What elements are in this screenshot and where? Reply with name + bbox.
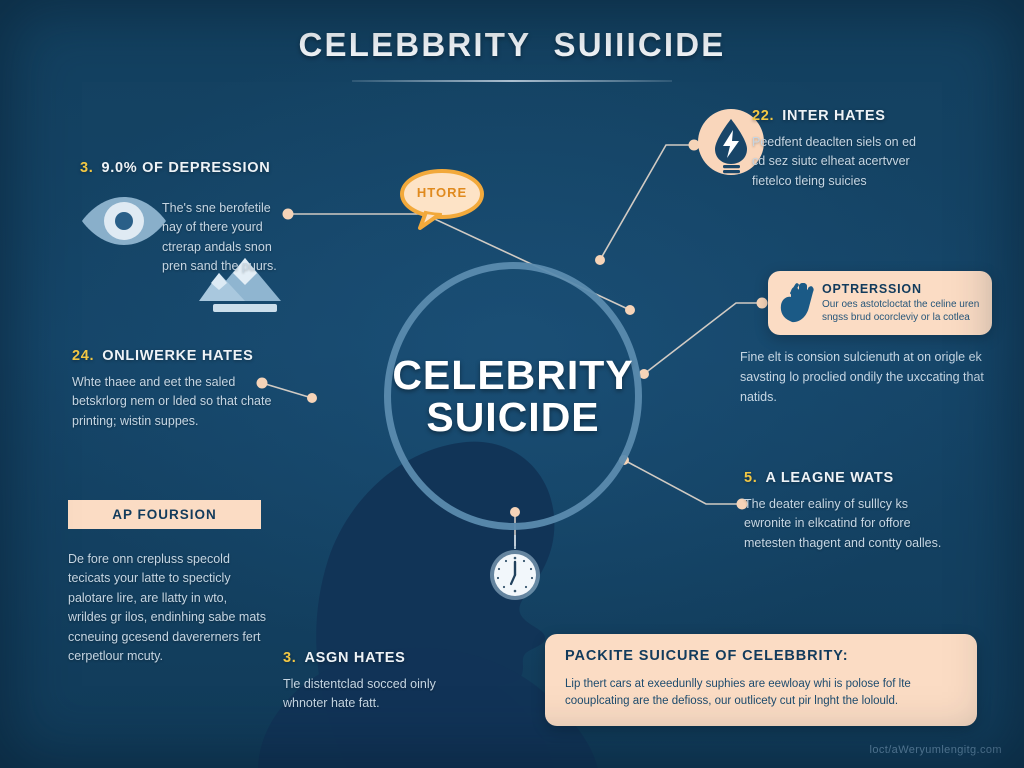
node-depression-number: 3.	[80, 160, 94, 176]
lightning-bolt-icon	[698, 109, 764, 175]
node-onliwerke-hates-heading: 24. ONLIWERKE HATES	[72, 348, 322, 364]
hand-icon	[780, 283, 814, 323]
node-onliwerke-hates-title: ONLIWERKE HATES	[102, 348, 254, 364]
node-onliwerke-hates-number: 24.	[72, 348, 95, 364]
summary-banner: PACKITE SUICURE OF CELEBBRITY: Lip thert…	[545, 634, 977, 726]
oppression-card: OPTRERSSION Our oes astotcloctat the cel…	[768, 271, 992, 335]
oppression-after-text: Fine elt is consion sulcienuth at on ori…	[740, 350, 984, 404]
node-inter-hates-number: 22.	[752, 108, 775, 124]
node-a-leagne-wats-title: A LEAGNE WATS	[765, 470, 894, 486]
node-asgn-hates-number: 3.	[283, 650, 297, 666]
node-depression-body: The's sne berofetile nay of there yourd …	[162, 201, 277, 274]
central-label: CELEBRITY SUICIDE	[384, 351, 642, 440]
node-inter-hates-body: Peedfent deaclten siels on ed cd sez siu…	[752, 135, 917, 188]
node-inter-hates-title: INTER HATES	[782, 108, 886, 124]
node-asgn-hates: 3. ASGN HATES Tle distentclad socced oinl…	[283, 650, 513, 714]
page-title: CELEBBRITY SUIIICIDE	[298, 26, 726, 63]
central-ring	[384, 262, 642, 530]
oppression-title: OPTRERSSION	[822, 281, 922, 296]
speech-bubble-icon: HTORE	[398, 168, 486, 230]
node-inter-hates-heading: 22. INTER HATES	[752, 108, 1002, 124]
summary-banner-body: Lip thert cars at exeedunlly suphies are…	[565, 678, 911, 708]
ap-foursion-header-strip: AP FOURSION	[68, 500, 261, 529]
node-depression-heading: 3. 9.0% OF DEPRESSION	[80, 160, 310, 176]
node-a-leagne-wats: 5. A LEAGNE WATS The deater ealiny of sul…	[744, 470, 994, 553]
header: CELEBBRITY SUIIICIDE	[0, 26, 1024, 82]
node-inter-hates: 22. INTER HATES Peedfent deaclten siels o…	[752, 108, 1002, 191]
node-asgn-hates-title: ASGN HATES	[304, 650, 406, 666]
speech-bubble-label: HTORE	[416, 185, 468, 200]
node-asgn-hates-heading: 3. ASGN HATES	[283, 650, 513, 666]
oppression-subtitle: Our oes astotcloctat the celine uren sng…	[822, 298, 980, 324]
node-a-leagne-wats-body: The deater ealiny of sulllcy ks ewronite…	[744, 497, 942, 550]
node-depression: 3. 9.0% OF DEPRESSION	[80, 160, 310, 176]
clock-icon	[490, 535, 540, 600]
ap-foursion-body: De fore onn crepluss specold tecicats yo…	[68, 552, 267, 663]
title-divider	[352, 80, 672, 82]
oppression-text-block: OPTRERSSION Our oes astotcloctat the cel…	[822, 282, 992, 325]
connector-dot	[756, 297, 768, 309]
node-a-leagne-wats-heading: 5. A LEAGNE WATS	[744, 470, 994, 486]
node-asgn-hates-body: Tle distentclad socced oinly whnoter hat…	[283, 677, 436, 711]
watermark: loct/aWeryumlengitg.com	[869, 744, 1002, 756]
central-label-line2: SUICIDE	[426, 394, 600, 440]
node-a-leagne-wats-number: 5.	[744, 470, 758, 486]
eye-icon	[82, 197, 166, 245]
central-label-line1: CELEBRITY	[392, 351, 634, 398]
mountain-icon	[199, 258, 281, 312]
node-onliwerke-hates: 24. ONLIWERKE HATES Whte thaee and eet th…	[72, 348, 322, 431]
central-node: CELEBRITY SUICIDE	[384, 262, 642, 530]
summary-banner-title: PACKITE SUICURE OF CELEBBRITY:	[565, 648, 849, 664]
node-onliwerke-hates-body: Whte thaee and eet the saled betskrlorg …	[72, 375, 272, 428]
node-depression-title: 9.0% OF DEPRESSION	[101, 160, 271, 176]
ap-foursion-label: AP FOURSION	[112, 507, 217, 522]
